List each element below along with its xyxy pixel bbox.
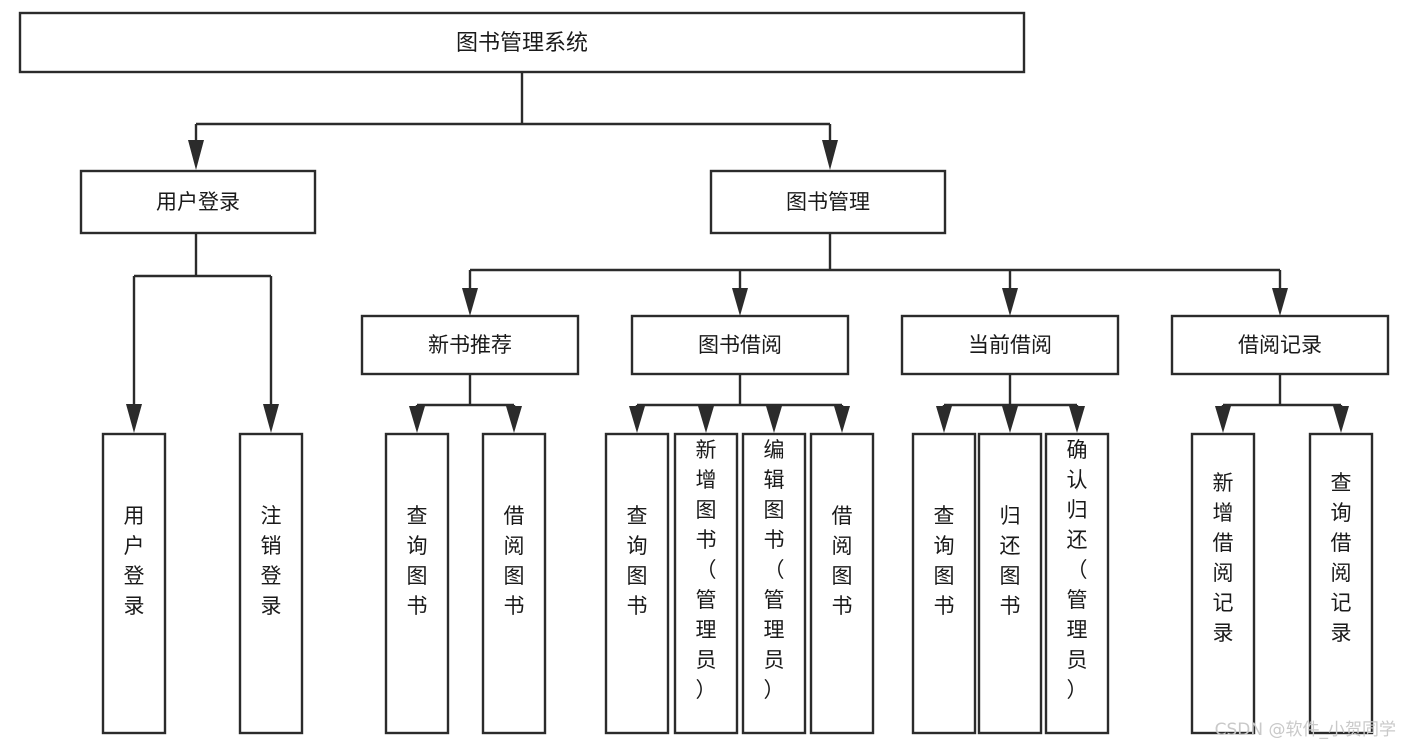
connector-layer	[126, 72, 1349, 433]
arrowhead-leaf-query-record	[1333, 406, 1349, 433]
node-book-management-label: 图书管理	[786, 190, 870, 214]
node-leaf-user-login[interactable]: 用户登录	[101, 432, 167, 735]
node-leaf-query-book-1-label: 查询图书	[407, 504, 428, 618]
node-leaf-add-record[interactable]: 新增借阅记录	[1190, 432, 1256, 735]
node-borrow-record-box[interactable]	[1170, 314, 1390, 376]
node-leaf-return-book[interactable]: 归还图书	[977, 432, 1043, 735]
node-leaf-borrow-book-2-label: 借阅图书	[832, 504, 853, 618]
node-leaf-query-book-1-box[interactable]	[384, 432, 450, 735]
node-current-borrow[interactable]: 当前借阅	[900, 314, 1120, 376]
node-root-label: 图书管理系统	[456, 31, 588, 56]
arrowhead-leaf-query-book-2	[629, 406, 645, 433]
node-leaf-logout-login-box[interactable]	[238, 432, 304, 735]
arrowhead-leaf-logout-login	[263, 404, 279, 433]
node-borrow-record[interactable]: 借阅记录	[1170, 314, 1390, 376]
arrowhead-leaf-user-login	[126, 404, 142, 433]
arrowhead-leaf-query-book-3	[936, 406, 952, 433]
node-leaf-borrow-book-2[interactable]: 借阅图书	[809, 432, 875, 735]
arrowhead-leaf-query-book-1	[409, 406, 425, 433]
node-user-login-box[interactable]	[79, 169, 317, 235]
node-book-borrow[interactable]: 图书借阅	[630, 314, 850, 376]
arrowhead-user-login	[188, 140, 204, 170]
arrowhead-leaf-edit-book	[766, 406, 782, 433]
arrowhead-book-management	[822, 140, 838, 170]
node-leaf-user-login-label: 用户登录	[124, 504, 145, 618]
node-leaf-query-book-3-label: 查询图书	[934, 504, 955, 618]
node-leaf-borrow-book-2-box[interactable]	[809, 432, 875, 735]
node-leaf-query-book-2-label: 查询图书	[627, 504, 648, 618]
node-leaf-user-login-box[interactable]	[101, 432, 167, 735]
node-book-borrow-label: 图书借阅	[698, 333, 782, 357]
node-current-borrow-box[interactable]	[900, 314, 1120, 376]
node-leaf-add-record-box[interactable]	[1190, 432, 1256, 735]
node-current-borrow-label: 当前借阅	[968, 333, 1052, 357]
node-root[interactable]: 图书管理系统	[18, 11, 1026, 74]
node-leaf-borrow-book-1-label: 借阅图书	[504, 504, 525, 618]
node-leaf-edit-book-label: 编辑图书（管理员）	[764, 438, 785, 702]
node-leaf-add-record-label: 新增借阅记录	[1213, 471, 1234, 645]
node-user-login[interactable]: 用户登录	[79, 169, 317, 235]
node-leaf-query-book-1[interactable]: 查询图书	[384, 432, 450, 735]
arrowhead-leaf-confirm-return	[1069, 406, 1085, 433]
node-leaf-edit-book[interactable]: 编辑图书（管理员）	[741, 432, 807, 735]
arrowhead-borrow-record	[1272, 288, 1288, 316]
node-leaf-edit-book-box[interactable]	[741, 432, 807, 735]
node-new-book-recommend[interactable]: 新书推荐	[360, 314, 580, 376]
node-root-box[interactable]	[18, 11, 1026, 74]
arrowhead-book-borrow	[732, 288, 748, 316]
node-new-book-recommend-label: 新书推荐	[428, 333, 512, 357]
node-book-management-box[interactable]	[709, 169, 947, 235]
node-leaf-confirm-return-label: 确认归还（管理员）	[1067, 438, 1088, 702]
leaf-nodes-layer: 用户登录 注销登录 查询图书 借阅图书 查询图书 新增图书（管理员） 编辑图书（…	[101, 432, 1374, 735]
arrowhead-new-book-recommend	[462, 288, 478, 316]
node-leaf-borrow-book-1[interactable]: 借阅图书	[481, 432, 547, 735]
node-leaf-query-book-3-box[interactable]	[911, 432, 977, 735]
node-leaf-borrow-book-1-box[interactable]	[481, 432, 547, 735]
node-book-borrow-box[interactable]	[630, 314, 850, 376]
node-leaf-logout-login[interactable]: 注销登录	[238, 432, 304, 735]
node-leaf-query-book-2-box[interactable]	[604, 432, 670, 735]
arrowhead-leaf-borrow-book-1	[506, 406, 522, 433]
arrowhead-leaf-add-record	[1215, 406, 1231, 433]
node-user-login-label: 用户登录	[156, 190, 240, 214]
arrowhead-leaf-borrow-book-2	[834, 406, 850, 433]
node-leaf-query-record-label: 查询借阅记录	[1331, 471, 1352, 645]
arrowhead-leaf-add-book	[698, 406, 714, 433]
node-leaf-logout-login-label: 注销登录	[261, 504, 282, 618]
arrowhead-current-borrow	[1002, 288, 1018, 316]
node-borrow-record-label: 借阅记录	[1238, 333, 1322, 357]
node-leaf-add-book[interactable]: 新增图书（管理员）	[673, 432, 739, 735]
arrowhead-leaf-return-book	[1002, 406, 1018, 433]
node-book-management[interactable]: 图书管理	[709, 169, 947, 235]
node-leaf-confirm-return-box[interactable]	[1044, 432, 1110, 735]
node-leaf-confirm-return[interactable]: 确认归还（管理员）	[1044, 432, 1110, 735]
node-leaf-add-book-box[interactable]	[673, 432, 739, 735]
node-leaf-query-record[interactable]: 查询借阅记录	[1308, 432, 1374, 735]
node-leaf-return-book-label: 归还图书	[1000, 504, 1021, 618]
node-leaf-query-record-box[interactable]	[1308, 432, 1374, 735]
node-leaf-query-book-2[interactable]: 查询图书	[604, 432, 670, 735]
node-leaf-add-book-label: 新增图书（管理员）	[696, 438, 717, 702]
node-leaf-return-book-box[interactable]	[977, 432, 1043, 735]
node-leaf-query-book-3[interactable]: 查询图书	[911, 432, 977, 735]
csdn-watermark: CSDN @软件_小贺同学	[1215, 720, 1396, 740]
node-new-book-recommend-box[interactable]	[360, 314, 580, 376]
